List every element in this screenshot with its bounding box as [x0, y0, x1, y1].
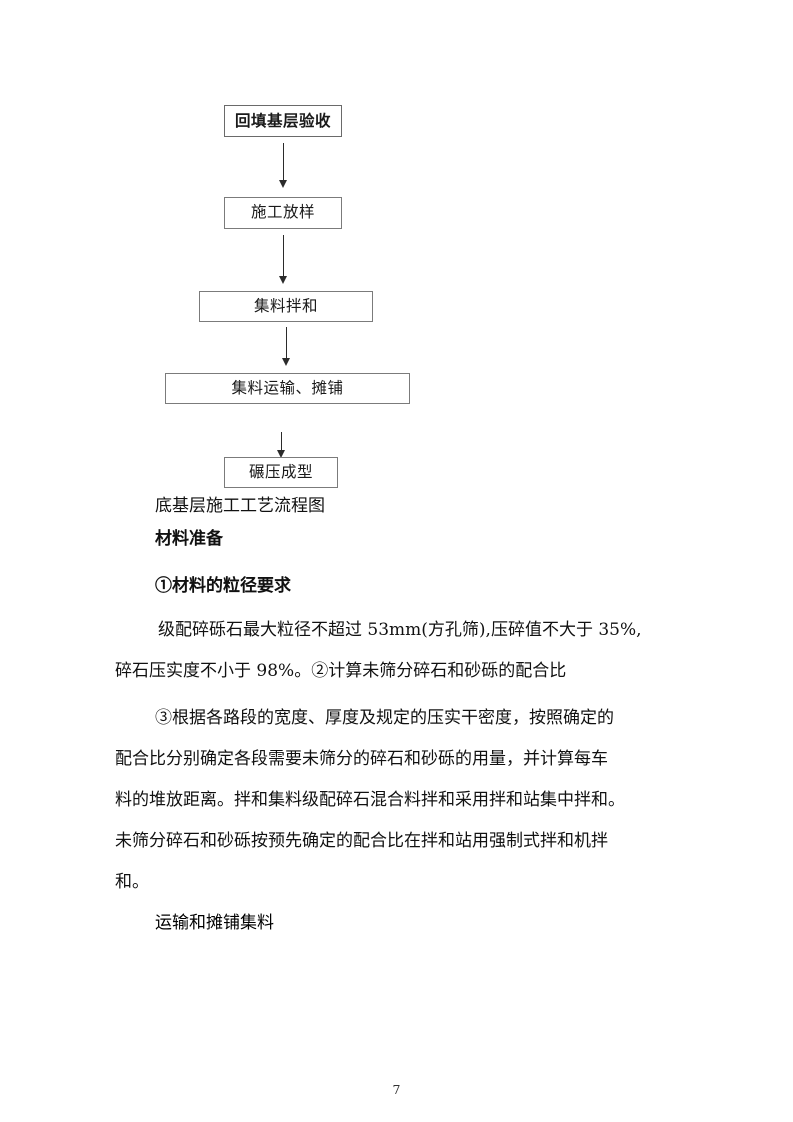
flowchart-arrow-2-icon — [278, 235, 289, 285]
page-number: 7 — [392, 1082, 401, 1097]
arrow-head — [279, 276, 287, 284]
paragraph-item-3-line-2: 配合比分别确定各段需要未筛分的碎石和砂砾的用量，并计算每车 — [115, 749, 608, 769]
flowchart-arrow-3-icon — [281, 327, 292, 367]
flowchart-diagram: 回填基层验收 施工放样 集料拌和 集料运输、摊铺 碾压成型 — [0, 95, 793, 495]
flowchart-caption: 底基层施工工艺流程图 — [155, 496, 325, 516]
flowchart-node-2-label: 施工放样 — [250, 203, 315, 222]
paragraph-item-3: ③根据各路段的宽度、厚度及规定的压实干密度，按照确定的 配合比分别确定各段需要未… — [115, 710, 680, 915]
paragraph-item-3-line-1: ③根据各路段的宽度、厚度及规定的压实干密度，按照确定的 — [155, 708, 614, 728]
heading-item-1: ①材料的粒径要求 — [155, 576, 291, 596]
paragraph-item-3-line-4: 未筛分碎石和砂砾按预先确定的配合比在拌和站用强制式拌和机拌 — [115, 831, 608, 851]
arrow-head — [279, 180, 287, 188]
flowchart-node-2: 施工放样 — [224, 197, 342, 229]
flowchart-node-4: 集料运输、摊铺 — [165, 373, 410, 404]
arrow-head — [277, 450, 285, 458]
paragraph-item-1: 级配碎砾石最大粒径不超过 53mm(方孔筛),压碎值不大于 35%, 碎石压实度… — [115, 622, 680, 704]
flowchart-node-1: 回填基层验收 — [224, 105, 342, 137]
flowchart-arrow-1-icon — [278, 143, 289, 189]
arrow-head — [282, 358, 290, 366]
paragraph-item-1-line-2: 碎石压实度不小于 98%。②计算未筛分碎石和砂砾的配合比 — [115, 661, 567, 681]
flowchart-node-3-label: 集料拌和 — [253, 296, 318, 315]
paragraph-item-3-line-3: 料的堆放距离。拌和集料级配碎石混合料拌和采用拌和站集中拌和。 — [115, 790, 625, 810]
arrow-shaft — [286, 327, 288, 359]
flowchart-node-5: 碾压成型 — [224, 457, 338, 488]
document-body: 底基层施工工艺流程图 材料准备 ①材料的粒径要求 级配碎砾石最大粒径不超过 53… — [115, 498, 680, 959]
arrow-shaft — [281, 432, 283, 451]
heading-transport-and-paving: 运输和摊铺集料 — [155, 913, 274, 933]
paragraph-item-3-line-5: 和。 — [115, 872, 149, 892]
arrow-shaft — [283, 143, 285, 181]
flowchart-arrow-4-icon — [276, 432, 287, 459]
flowchart-node-5-label: 碾压成型 — [248, 462, 313, 481]
flowchart-node-1-label: 回填基层验收 — [234, 111, 331, 131]
flowchart-node-3: 集料拌和 — [199, 291, 373, 322]
arrow-shaft — [283, 235, 285, 277]
heading-material-preparation: 材料准备 — [155, 529, 223, 549]
paragraph-item-1-line-1: 级配碎砾石最大粒径不超过 53mm(方孔筛),压碎值不大于 35%, — [158, 620, 642, 640]
flowchart-node-4-label: 集料运输、摊铺 — [231, 378, 344, 397]
